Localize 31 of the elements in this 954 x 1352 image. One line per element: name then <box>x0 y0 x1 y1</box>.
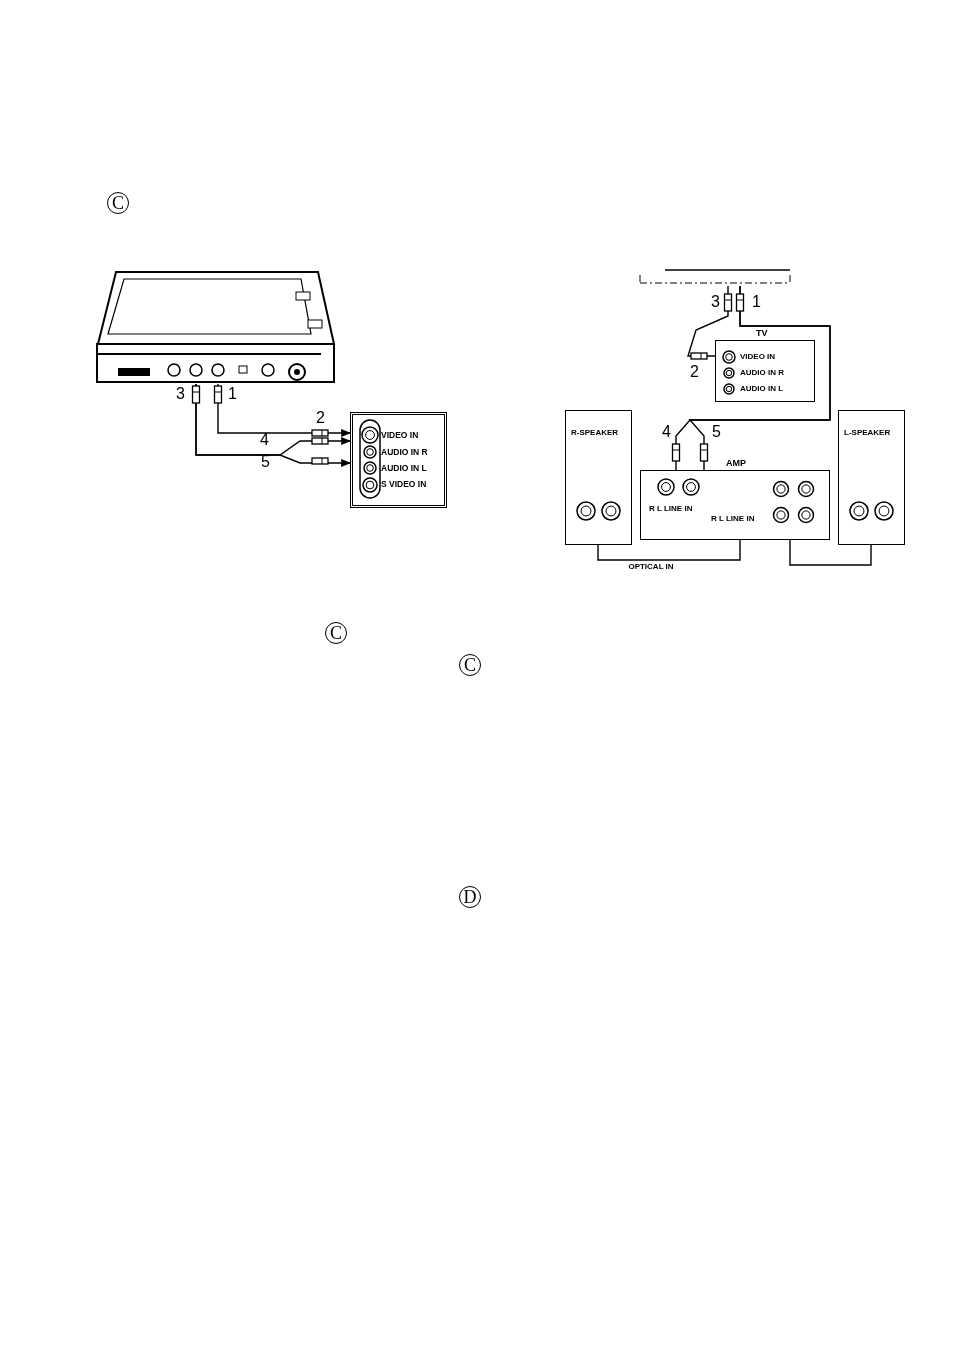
jack-panel <box>350 412 447 508</box>
callout-number: 2 <box>316 410 325 426</box>
cable-connector <box>597 539 741 561</box>
cable-connector <box>687 285 729 357</box>
jack-label: AUDIO IN R <box>740 369 784 377</box>
callout-number: 5 <box>261 454 270 470</box>
jack-label: AUDIO IN L <box>381 464 427 473</box>
callout-number: 1 <box>752 294 761 310</box>
cable-connector <box>789 539 872 566</box>
speaker-box <box>565 410 632 545</box>
jack-label: S VIDEO IN <box>381 480 427 489</box>
edge-label: OPTICAL IN <box>628 563 674 572</box>
device-label: R-SPEAKER <box>571 429 619 437</box>
device-label: L-SPEAKER <box>844 429 891 437</box>
callout-number: 1 <box>228 386 237 402</box>
callout-number: 2 <box>690 364 699 380</box>
jack-label: R L LINE IN <box>711 515 755 523</box>
device-label: TV <box>756 329 768 338</box>
jack-label: VIDEO IN <box>381 431 419 440</box>
callout-number: 3 <box>176 386 185 402</box>
jack-label: AUDIO IN R <box>381 448 428 457</box>
cable-connector <box>217 383 351 437</box>
device-label: AMP <box>726 459 746 468</box>
jack-label: VIDEO IN <box>740 353 776 361</box>
callout-number: 4 <box>260 432 269 448</box>
jack-label: R L LINE IN <box>649 505 693 513</box>
callout-number: 3 <box>711 294 720 310</box>
speaker-box <box>838 410 905 545</box>
jack-label: AUDIO IN L <box>740 385 784 393</box>
callout-number: 4 <box>662 424 671 440</box>
callout-number: 5 <box>712 424 721 440</box>
